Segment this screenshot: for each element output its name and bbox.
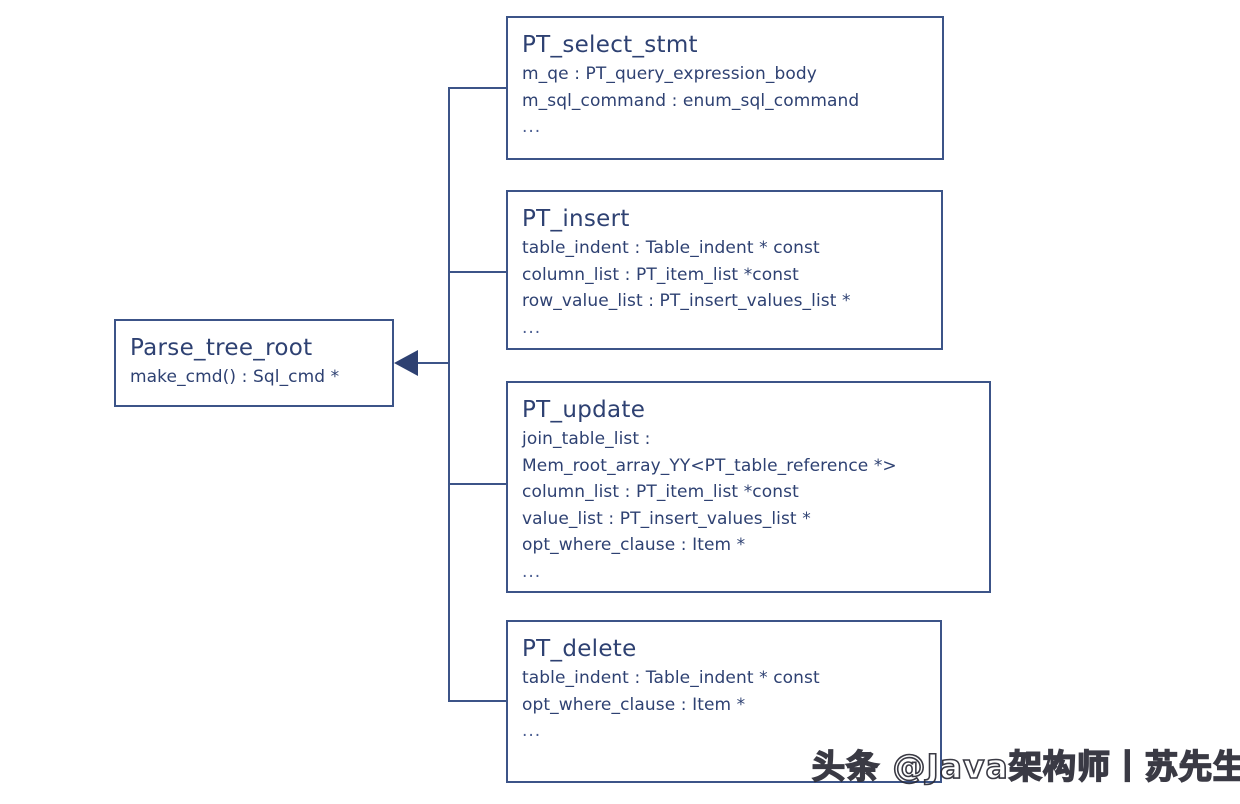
class-member: opt_where_clause : Item * (522, 694, 746, 715)
class-member-ellipsis: ... (522, 317, 542, 338)
class-member: opt_where_clause : Item * (522, 535, 746, 555)
class-box-pt-select-stmt[interactable]: PT_select_stmt m_qe : PT_query_expressio… (506, 16, 944, 160)
generalization-arrow-icon (394, 350, 418, 376)
class-member: column_list : PT_item_list *const (522, 264, 799, 285)
class-members-pt-delete: table_indent : Table_indent * const opt_… (522, 665, 940, 745)
connector-stub-select (448, 87, 506, 89)
connector-stub-delete (448, 700, 506, 702)
class-name-pt-insert: PT_insert (522, 206, 630, 232)
class-name-pt-update: PT_update (522, 397, 646, 423)
class-member-ellipsis: ... (522, 117, 542, 137)
class-members-pt-update: join_table_list : Mem_root_array_YY<PT_t… (522, 426, 989, 585)
class-member: column_list : PT_item_list *const (522, 482, 799, 502)
class-member: table_indent : Table_indent * const (522, 238, 820, 258)
class-box-pt-delete[interactable]: PT_delete table_indent : Table_indent * … (506, 620, 942, 783)
class-name-pt-select-stmt: PT_select_stmt (522, 32, 698, 58)
class-members-parse-tree-root: make_cmd() : Sql_cmd * (130, 364, 392, 391)
class-box-parse-tree-root[interactable]: Parse_tree_root make_cmd() : Sql_cmd * (114, 319, 394, 407)
class-box-pt-update[interactable]: PT_update join_table_list : Mem_root_arr… (506, 381, 991, 593)
class-member: m_qe : PT_query_expression_body (522, 64, 817, 84)
connector-stub-insert (448, 271, 506, 273)
class-box-pt-insert[interactable]: PT_insert table_indent : Table_indent * … (506, 190, 943, 350)
class-member-ellipsis: ... (522, 561, 542, 582)
connector-trunk (448, 87, 450, 702)
class-name-pt-delete: PT_delete (522, 636, 637, 662)
class-member: m_sql_command : enum_sql_command (522, 90, 860, 111)
connector-to-root (416, 362, 450, 364)
class-members-pt-insert: table_indent : Table_indent * const colu… (522, 235, 941, 341)
class-member: Mem_root_array_YY<PT_table_reference *> (522, 455, 897, 476)
class-member: value_list : PT_insert_values_list * (522, 508, 811, 529)
class-member: table_indent : Table_indent * const (522, 668, 820, 688)
class-member: row_value_list : PT_insert_values_list * (522, 291, 851, 311)
class-member-ellipsis: ... (522, 721, 542, 741)
class-member: join_table_list : (522, 429, 651, 449)
class-name-parse-tree-root: Parse_tree_root (130, 335, 313, 361)
connector-stub-update (448, 483, 506, 485)
class-member: make_cmd() : Sql_cmd * (130, 367, 340, 387)
class-members-pt-select-stmt: m_qe : PT_query_expression_body m_sql_co… (522, 61, 942, 141)
watermark-text: 头条 @Java架构师丨苏先生 (811, 746, 1240, 787)
